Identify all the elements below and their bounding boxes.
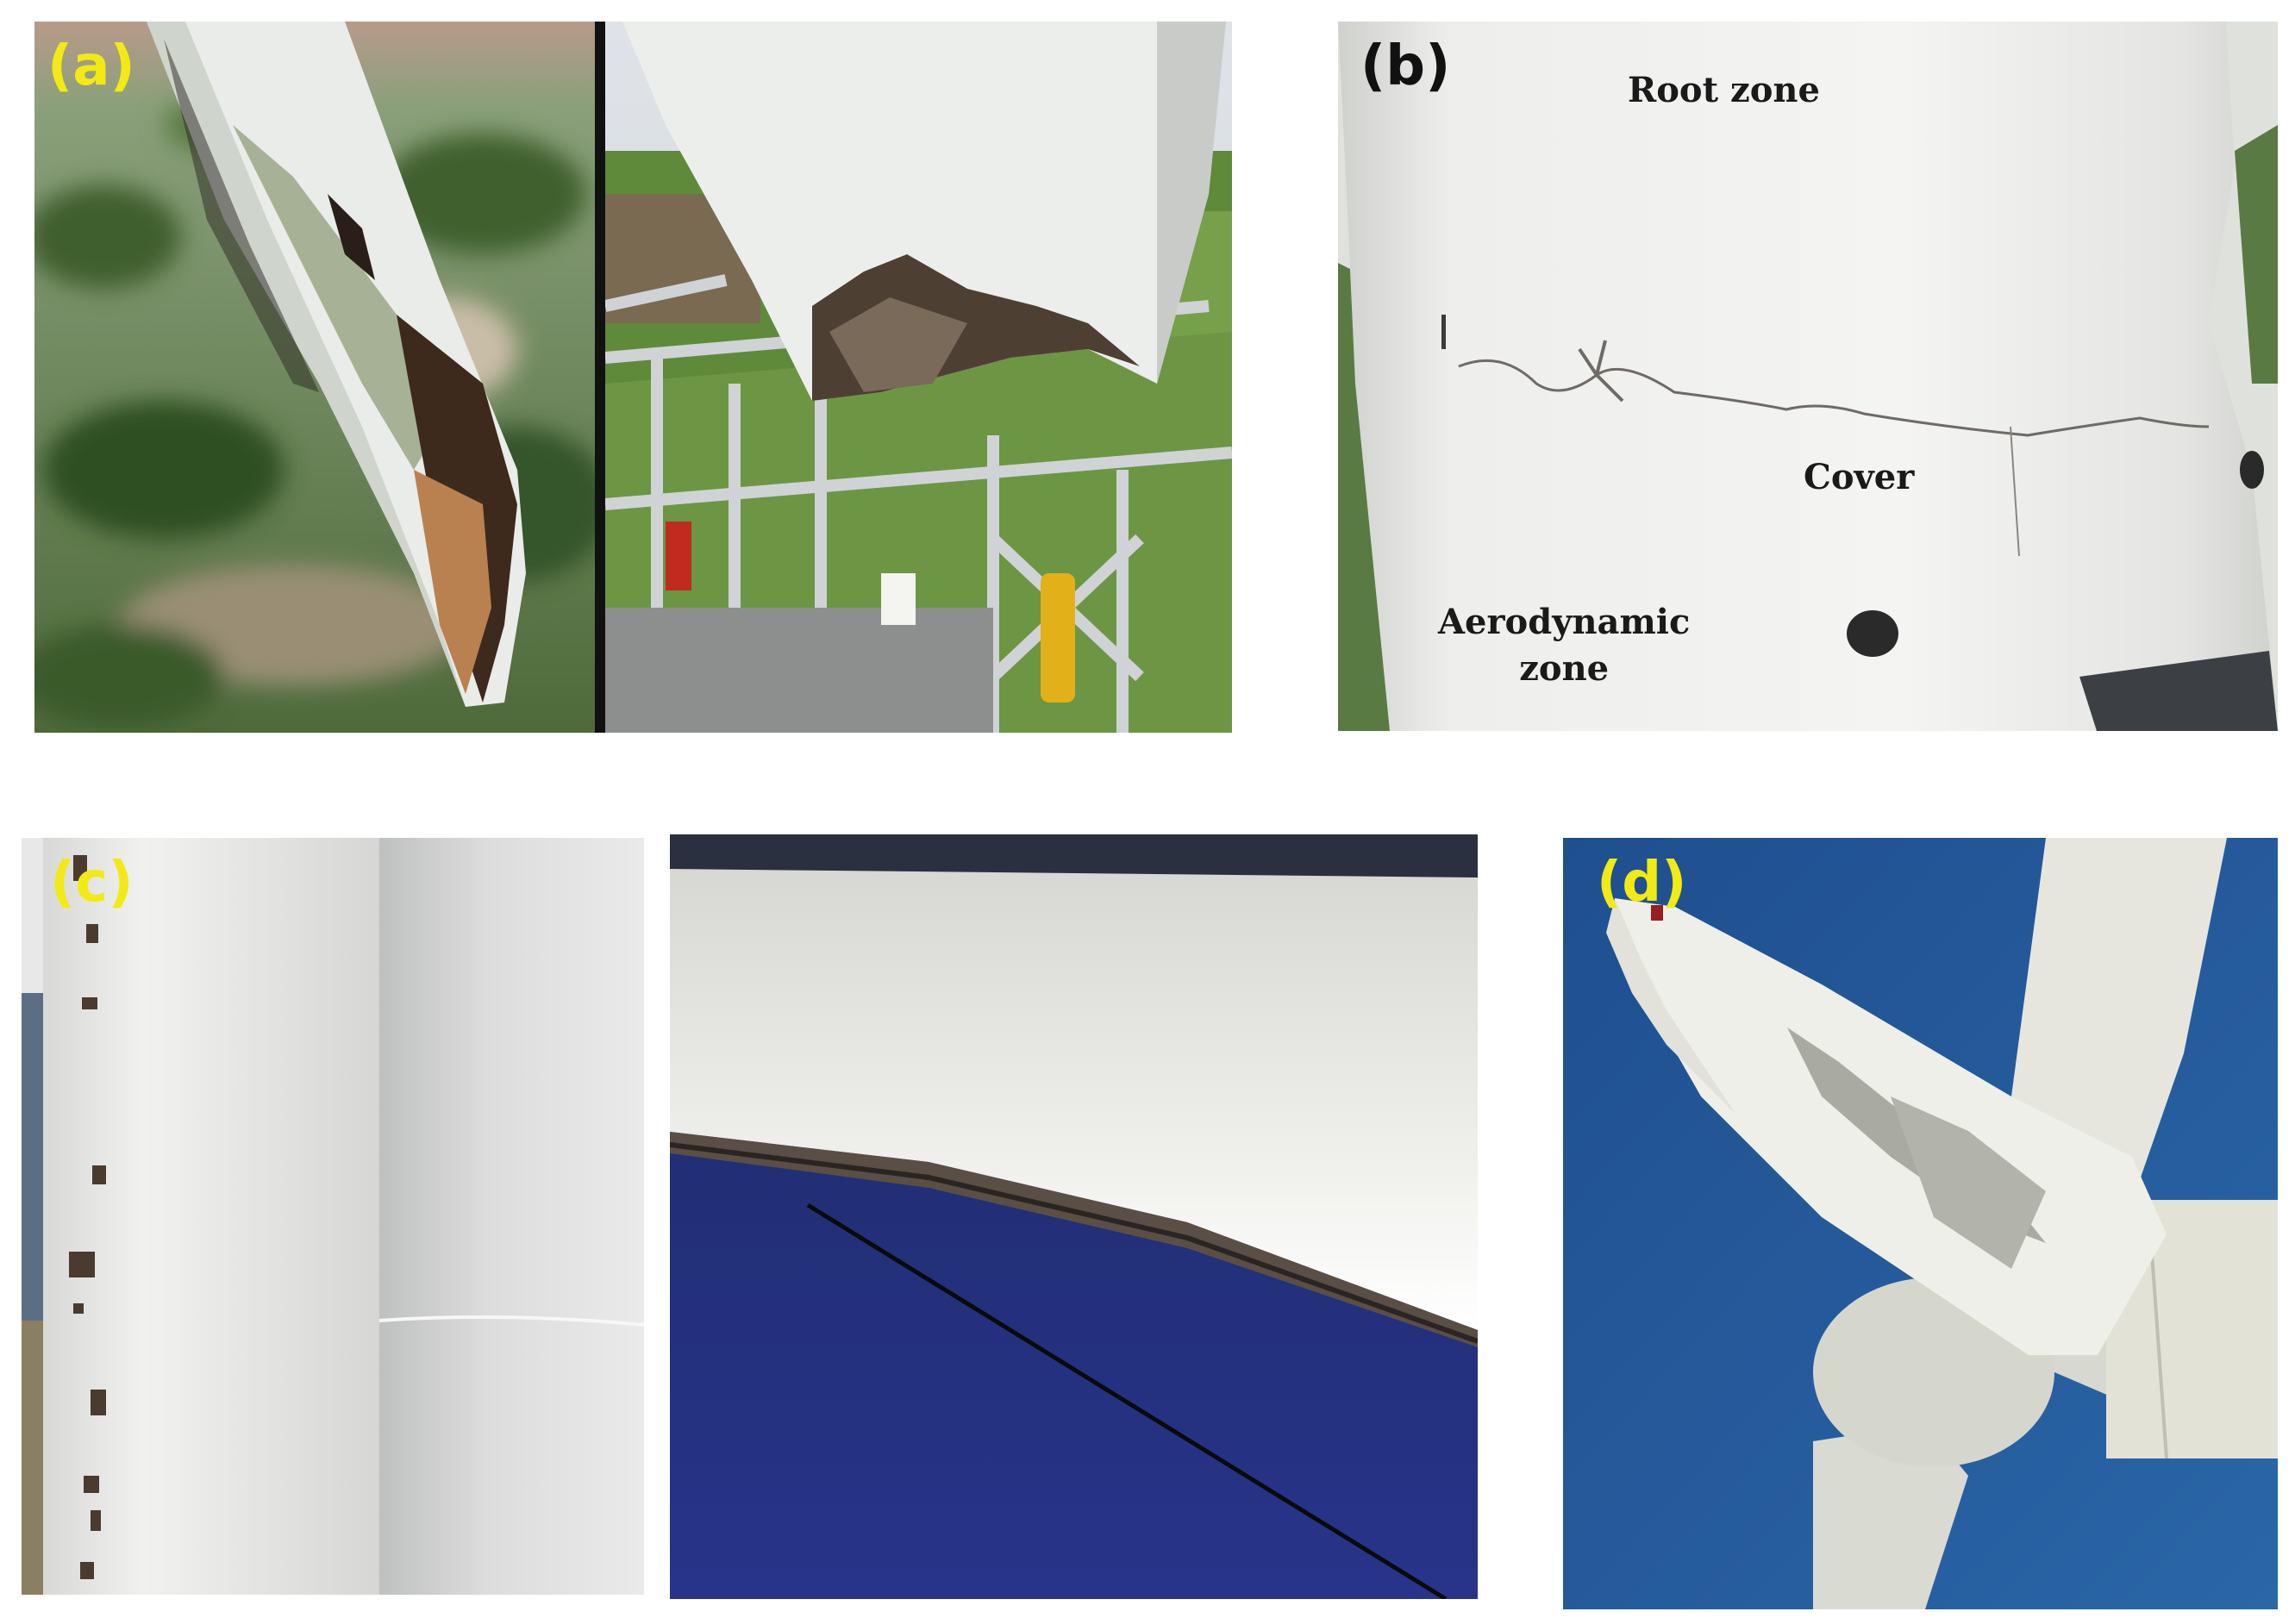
panel-label-a: (a) [47, 34, 135, 98]
photo-b-root-zone-crack [1338, 22, 2278, 731]
platform-blade-damage-image [605, 22, 1232, 733]
photo-d-rotor-erosion [1563, 838, 2278, 1609]
photo-a-right-platform [605, 22, 1232, 733]
leading-edge-erosion-image [670, 834, 1478, 1599]
annotation-aerodynamic-zone: Aerodynamic zone [1438, 599, 1690, 692]
panel-label-c: (c) [50, 851, 134, 915]
rotor-blade-erosion-image [1563, 838, 2278, 1609]
photo-divider [595, 22, 605, 733]
annotation-aerodynamic-line1: Aerodynamic [1438, 602, 1691, 642]
annotation-aerodynamic-line2: zone [1519, 648, 1610, 689]
panel-label-d: (d) [1597, 851, 1687, 915]
vertical-blade-erosion-image [22, 838, 644, 1595]
photo-a-left-blade-tip [34, 22, 595, 733]
annotation-cover: Cover [1804, 457, 1915, 497]
panel-label-b: (b) [1360, 34, 1451, 98]
annotation-root-zone: Root zone [1628, 70, 1820, 110]
photo-c-left-erosion [22, 838, 644, 1595]
blade-tip-damage-image [34, 22, 595, 733]
root-zone-crack-image [1338, 22, 2278, 731]
photo-c-right-edge-erosion [670, 834, 1478, 1599]
